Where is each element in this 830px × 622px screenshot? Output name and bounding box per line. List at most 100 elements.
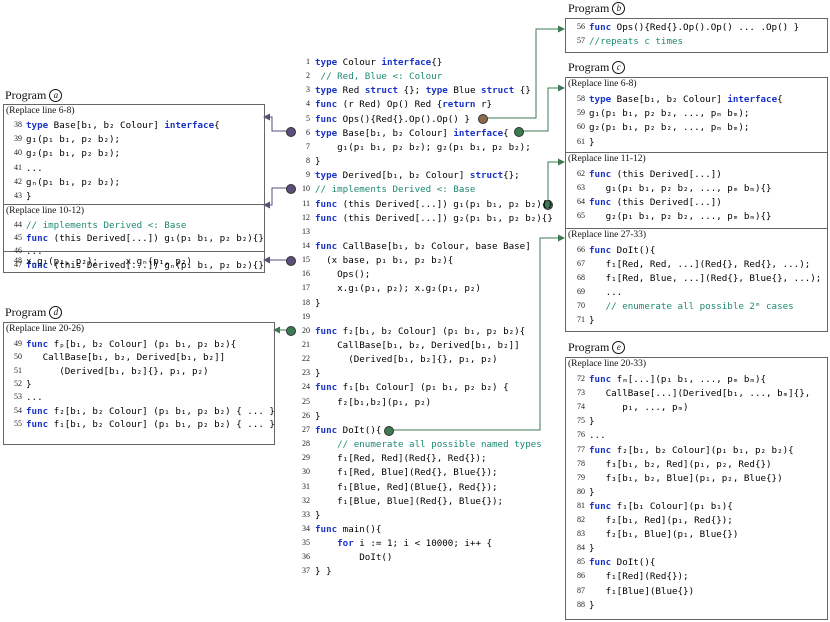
code-line: g₁(p₁ b₁, p₂ b₂, ..., pₘ bₘ){} — [589, 183, 772, 194]
line-number: 46 — [14, 246, 22, 256]
dot-line11-right — [543, 200, 553, 210]
code-line: // Red, Blue <: Colour — [320, 71, 443, 83]
line-number: 62 — [577, 169, 585, 178]
code-line: f₁[Red, Red, ...](Red{}, Red{}, ...); — [589, 259, 811, 270]
code-line: func DoIt(){ — [315, 424, 382, 436]
line-number: 39 — [14, 134, 22, 144]
line-number: 43 — [14, 191, 22, 200]
program-c-replace-3: (Replace line 27-33) — [568, 230, 647, 240]
line-number: 11 — [302, 198, 310, 208]
program-d-box — [3, 322, 275, 445]
code-line: g₂(p₁ b₁, p₂ b₂); — [26, 148, 121, 160]
line-number: 38 — [14, 120, 22, 129]
code-line: f₂[b₁, Red](p₁, Red{}); — [589, 515, 733, 526]
line-number: 28 — [302, 439, 310, 449]
code-line: func (this Derived[...]) g₁(p₁ b₁, p₂ b₂… — [315, 198, 553, 210]
dot-line27-right — [384, 426, 394, 436]
code-line: f₂[b₁,b₂](p₁, p₂) — [315, 396, 432, 408]
code-line: x.g₁(p₁, p₂); x.g₂(p₁, p₂) — [315, 283, 481, 295]
program-a-box — [3, 104, 265, 273]
code-line: f₁[Red](Red{}); — [589, 571, 689, 583]
code-line: f₁[Blue](Blue{}) — [589, 585, 695, 597]
code-line: f₁[Red, Red](Red{}, Red{}); — [315, 453, 487, 465]
code-line: func fₘ[...](p₁ b₁, ..., pₘ bₘ){ — [589, 374, 767, 385]
line-number: 21 — [302, 340, 310, 349]
line-number: 66 — [577, 245, 585, 254]
code-line: g₁(p₁ b₁, p₂ b₂); — [26, 134, 121, 146]
line-number: 60 — [577, 122, 585, 132]
line-number: 25 — [302, 396, 310, 406]
arrow-10-to-a — [263, 187, 290, 209]
line-number: 49 — [14, 339, 22, 348]
code-line: } — [315, 410, 321, 422]
line-number: 57 — [577, 36, 585, 45]
code-line: f₁[Blue, Blue](Red{}, Blue{}); — [315, 495, 504, 507]
code-line: CallBase[...](Derived[b₁, ..., bₘ]{}, — [589, 388, 811, 400]
program-c-separator-1 — [565, 152, 827, 153]
line-number: 13 — [302, 226, 310, 236]
line-number: 58 — [577, 94, 585, 103]
line-number: 87 — [577, 585, 585, 595]
code-line: } — [589, 543, 595, 555]
code-line: (x base, p₁ b₁, p₂ b₂){ — [315, 255, 454, 267]
line-number: 79 — [577, 472, 585, 482]
code-line: for i := 1; i < 10000; i++ { — [337, 538, 493, 550]
code-line: // implements Derived <: Base — [26, 220, 187, 231]
line-number: 45 — [14, 233, 22, 243]
line-number: 37 — [302, 566, 310, 576]
code-line: } } — [315, 566, 332, 578]
line-number: 22 — [302, 354, 310, 364]
code-line: } — [589, 136, 595, 148]
code-line: g₂(p₁ b₁, p₂ b₂, ..., pₘ bₘ); — [589, 122, 750, 134]
line-number: 19 — [302, 311, 310, 321]
line-number: 83 — [577, 529, 585, 539]
line-number: 61 — [577, 136, 585, 146]
line-number: 35 — [302, 538, 310, 548]
line-number: 1 — [306, 57, 310, 66]
code-line: type Base[b₁, b₂ Colour] interface{ — [315, 127, 509, 139]
program-a-title: Program a — [5, 88, 63, 103]
program-e-box — [565, 357, 828, 620]
code-line: g₁(p₁ b₁, p₂ b₂); g₂(p₁ b₁, p₂ b₂); — [315, 141, 531, 153]
code-line: type Red struct {}; type Blue struct {} — [315, 85, 531, 97]
code-line: func DoIt(){ — [589, 557, 656, 569]
line-number: 20 — [302, 325, 310, 335]
code-line: func f₂[b₁, b₂ Colour] (p₁ b₁, p₂ b₂){ — [315, 325, 526, 337]
code-line: type Base[b₁, b₂ Colour] interface{ — [26, 120, 220, 131]
code-line: func f₂[b₁, b₂ Colour] (p₁ b₁, p₂ b₂) { … — [26, 405, 275, 417]
line-number: 14 — [302, 240, 310, 250]
program-c-replace-2: (Replace line 11-12) — [568, 154, 646, 164]
arrow-5-to-b — [484, 25, 565, 119]
code-line: g₁(p₁ b₁, p₂ b₂, ..., pₘ bₘ); — [589, 108, 750, 120]
code-line: ... — [26, 392, 43, 404]
code-line: CallBase[b₁, b₂, Derived[b₁, b₂]] — [315, 340, 520, 351]
dot-line6-right — [514, 127, 524, 137]
line-number: 9 — [306, 170, 310, 180]
line-number: 56 — [577, 22, 585, 31]
code-line: func (this Derived[...]) gₙ(p₁ b₁, p₂ b₂… — [26, 259, 264, 271]
program-c-separator-2 — [565, 228, 827, 229]
code-line: func (this Derived[...]) — [589, 197, 722, 208]
line-number: 82 — [577, 515, 585, 524]
code-line: } — [315, 509, 321, 521]
code-line: ... — [589, 287, 623, 298]
code-line: func f₂[b₁, b₂ Colour](p₁ b₁, p₂ b₂){ — [589, 444, 794, 456]
code-line: CallBase[b₁, b₂, Derived[b₁, b₂]] — [26, 352, 226, 364]
line-number: 4 — [306, 99, 310, 109]
dot-line10-left — [286, 184, 296, 194]
arrow-6-to-c — [520, 84, 565, 132]
line-number: 84 — [577, 543, 585, 553]
code-line: (Derived[b₁, b₂]{}, p₁, p₂) — [315, 354, 498, 366]
line-number: 81 — [577, 500, 585, 510]
line-number: 63 — [577, 183, 585, 192]
code-line: type Derived[b₁, b₂ Colour] struct{}; — [315, 170, 520, 182]
program-a-separator-1 — [3, 204, 264, 205]
code-line: } — [315, 368, 321, 380]
line-number: 88 — [577, 599, 585, 609]
line-number: 69 — [577, 287, 585, 296]
code-line: func CallBase[b₁, b₂ Colour, base Base] — [315, 240, 531, 252]
program-e-replace-1: (Replace line 20-33) — [568, 359, 647, 369]
program-b-title: Program b — [568, 1, 626, 16]
line-number: 65 — [577, 211, 585, 220]
